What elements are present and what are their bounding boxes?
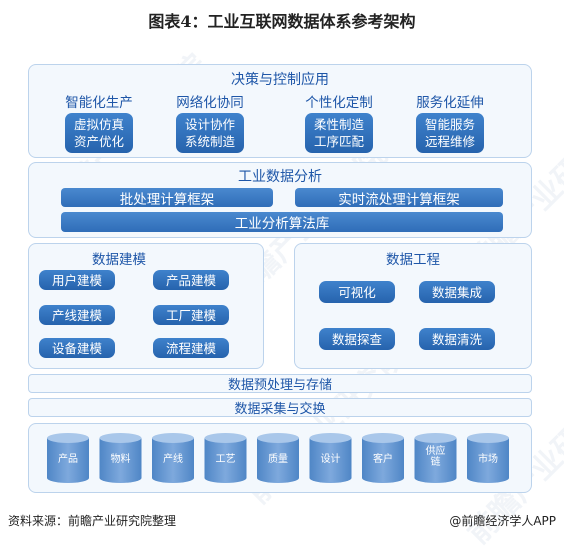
- source-label: 设计: [320, 454, 341, 465]
- modeling-item: 设备建模: [39, 338, 115, 358]
- decision-group: 网络化协同 设计协作 系统制造: [170, 91, 250, 153]
- source-label: 产线: [163, 454, 183, 465]
- engineering-item: 数据探查: [319, 328, 395, 350]
- decision-group-name: 个性化定制: [305, 95, 373, 111]
- engineering-item: 数据集成: [419, 281, 495, 303]
- modeling-item: 工厂建模: [153, 305, 229, 325]
- source-cylinder: [47, 433, 89, 483]
- decision-group-box: 虚拟仿真 资产优化: [65, 113, 133, 153]
- source-cylinder: [467, 433, 509, 483]
- decision-group-name: 服务化延伸: [416, 95, 484, 111]
- source-cylinder: [362, 433, 404, 483]
- source-label: 供应链: [425, 446, 446, 468]
- engineering-item: 数据清洗: [419, 328, 495, 350]
- decision-panel: 决策与控制应用 智能化生产 虚拟仿真 资产优化 网络化协同 设计协作 系统制造 …: [28, 64, 532, 158]
- modeling-item: 产线建模: [39, 305, 115, 325]
- modeling-item: 用户建模: [39, 270, 115, 290]
- source-cylinder: [414, 433, 457, 483]
- source-cylinder: [309, 433, 352, 483]
- analysis-title: 工业数据分析: [238, 169, 322, 185]
- decision-item: 远程维修: [424, 134, 475, 149]
- algorithm-library-bar: 工业分析算法库: [61, 212, 503, 232]
- decision-group-box: 智能服务 远程维修: [416, 113, 484, 153]
- batch-framework-bar: 批处理计算框架: [61, 188, 273, 208]
- preprocess-storage-bar: 数据预处理与存储: [28, 374, 532, 393]
- sources-panel: 产品 物料 产线 工艺 质量 设计 客户 供应链 市场: [28, 423, 532, 493]
- engineering-item: 可视化: [319, 281, 395, 303]
- decision-group-name: 网络化协同: [176, 95, 244, 111]
- modeling-panel: 数据建模 用户建模 产品建模 产线建模 工厂建模 设备建模 流程建模: [28, 243, 264, 369]
- decision-group: 智能化生产 虚拟仿真 资产优化: [59, 91, 139, 153]
- source-cylinder: [204, 433, 247, 483]
- decision-item: 虚拟仿真: [73, 117, 124, 132]
- engineering-panel: 数据工程 可视化 数据集成 数据探查 数据清洗: [294, 243, 532, 369]
- decision-group: 个性化定制 柔性制造 工序匹配: [299, 91, 379, 153]
- decision-item: 柔性制造: [313, 117, 364, 132]
- source-label: 客户: [373, 454, 393, 465]
- source-label: 市场: [478, 454, 498, 465]
- sources-cylinders: [47, 433, 509, 483]
- page-title: 图表4：工业互联网数据体系参考架构: [148, 12, 416, 31]
- decision-group: 服务化延伸 智能服务 远程维修: [410, 91, 490, 153]
- source-label: 产品: [58, 454, 78, 465]
- source-label: 质量: [268, 454, 288, 465]
- source-label: 工艺: [215, 454, 236, 465]
- decision-title: 决策与控制应用: [231, 72, 329, 88]
- source-cylinder: [152, 433, 194, 483]
- modeling-item: 产品建模: [153, 270, 229, 290]
- collect-exchange-bar: 数据采集与交换: [28, 398, 532, 417]
- engineering-title: 数据工程: [386, 252, 440, 268]
- decision-group-name: 智能化生产: [65, 95, 133, 111]
- source-cylinder: [257, 433, 299, 483]
- brand-note: @前瞻经济学人APP: [449, 514, 556, 528]
- modeling-item: 流程建模: [153, 338, 229, 358]
- source-cylinder: [99, 433, 142, 483]
- stream-framework-bar: 实时流处理计算框架: [295, 188, 503, 208]
- decision-group-box: 设计协作 系统制造: [176, 113, 244, 153]
- decision-group-box: 柔性制造 工序匹配: [305, 113, 373, 153]
- source-note: 资料来源：前瞻产业研究院整理: [8, 514, 177, 528]
- decision-item: 系统制造: [184, 134, 235, 149]
- modeling-title: 数据建模: [92, 252, 146, 268]
- decision-item: 设计协作: [184, 117, 235, 132]
- decision-item: 工序匹配: [313, 134, 364, 149]
- decision-item: 智能服务: [424, 117, 475, 132]
- analysis-panel: 工业数据分析 批处理计算框架 实时流处理计算框架 工业分析算法库: [28, 162, 532, 238]
- decision-item: 资产优化: [73, 134, 124, 149]
- source-label: 物料: [110, 454, 131, 465]
